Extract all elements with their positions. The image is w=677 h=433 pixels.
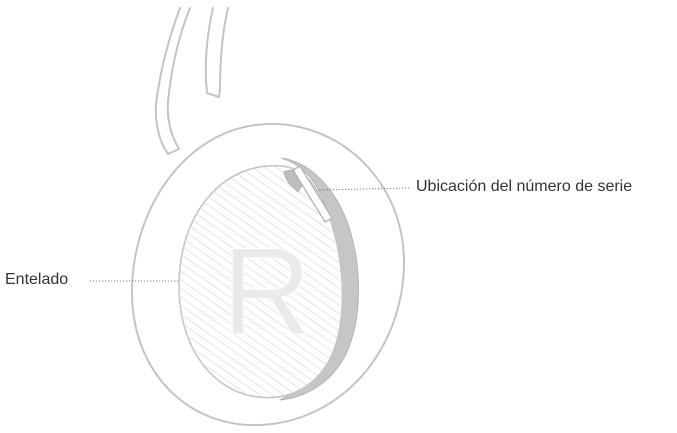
serial-number-tab [283,165,333,223]
cloth-cover-label: Entelado [5,271,69,288]
serial-leader-line [317,187,411,191]
side-letter-r: R [222,223,312,361]
headband [154,7,229,155]
serial-number-location-label: Ubicación del número de serie [416,178,633,195]
